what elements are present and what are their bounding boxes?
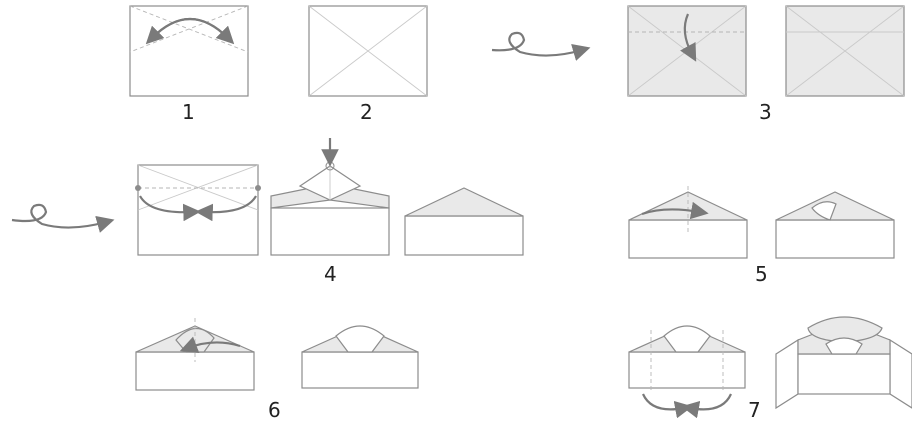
step-7-figure [628,316,912,419]
fold-arrow-icon [179,336,241,354]
inner-flap [663,325,711,353]
step-6-figure [135,318,419,391]
step-number-6: 6 [268,398,281,422]
reference-point [255,185,261,191]
paper-base [301,351,419,389]
fold-arrow-icon [139,195,201,222]
paper-base [404,215,524,256]
paper-base [775,219,895,259]
crease-line [785,5,905,97]
fold-arrow-icon [641,393,693,419]
turn-over-icon [11,203,115,233]
step-3-figure [627,5,905,97]
inner-flap [335,325,385,353]
paper-base [628,219,748,259]
fold-arrow-icon [145,17,229,45]
step-number-4: 4 [324,262,337,286]
paper-base [628,351,746,389]
triangle-top [628,191,748,221]
step-number-7: 7 [748,398,761,422]
side-wall-left [775,338,799,410]
top-dome [807,316,883,343]
step-2-figure [308,5,428,97]
triangle-top [404,187,524,217]
crease-line [308,5,428,97]
crease-line [137,164,259,211]
diagonal-dashed-fold-line [129,5,249,53]
turn-over-icon [491,31,591,61]
paper-square [137,164,259,256]
step-1-figure [129,5,249,97]
fold-arrow-icon [195,195,257,222]
paper-base [270,207,390,256]
reference-point [135,185,141,191]
fold-arrow-icon [681,393,733,419]
step-4-figure [135,138,524,256]
inner-flap [825,337,863,355]
fold-arrow-icon [641,201,709,220]
fold-arrow-icon [680,13,697,62]
folded-corner [811,201,837,221]
step-5-figure [628,186,895,259]
step-number-2: 2 [360,100,373,124]
front-wall [797,353,891,395]
step-number-1: 1 [182,100,195,124]
step-number-3: 3 [759,100,772,124]
paper-square [129,5,249,97]
side-wall-right [889,338,912,409]
paper-base [135,351,255,391]
step-number-5: 5 [755,262,768,286]
